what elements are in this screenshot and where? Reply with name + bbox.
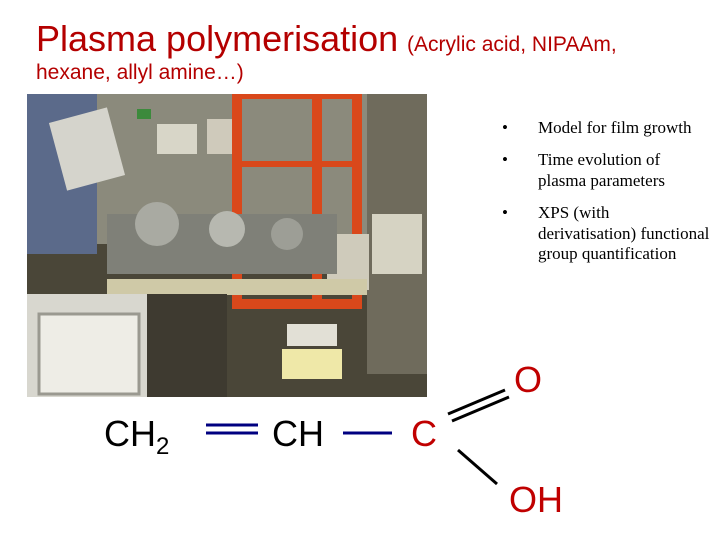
oxygen-atom: O <box>514 359 543 400</box>
ch2-group: CH2 <box>104 416 169 459</box>
ch2-label: CH <box>104 413 156 454</box>
carbon-atom: C <box>411 413 437 454</box>
slide-title: Plasma polymerisation (Acrylic acid, NIP… <box>36 20 706 84</box>
photo-drawing <box>27 94 427 397</box>
bullet-text: Time evolution of plasma parameters <box>538 150 665 190</box>
bullet-text: Model for film growth <box>538 118 692 137</box>
hydroxyl-bond-line <box>457 448 498 486</box>
title-main: Plasma polymerisation <box>36 18 399 59</box>
carbonyl-bond-line <box>451 395 510 423</box>
bullet-item: • Time evolution of plasma parameters <box>500 150 710 191</box>
bullet-text: XPS (with derivatisation) functional gro… <box>538 203 710 263</box>
bullet-item: • XPS (with derivatisation) functional gr… <box>500 203 710 264</box>
hydroxyl-group: OH <box>509 479 563 520</box>
carbonyl-bond-line <box>447 388 506 416</box>
bullet-list: • Model for film growth • Time evolution o… <box>500 118 710 276</box>
ch2-subscript: 2 <box>156 433 170 460</box>
plasma-apparatus-photo <box>27 94 427 397</box>
bullet-item: • Model for film growth <box>500 118 710 138</box>
bullet-marker: • <box>502 150 508 170</box>
title-subtitle-continued: hexane, allyl amine…) <box>36 60 244 84</box>
ch-group: CH <box>272 413 324 454</box>
bullet-marker: • <box>502 118 508 137</box>
bullet-marker: • <box>502 203 508 223</box>
title-subtitle: (Acrylic acid, NIPAAm, <box>407 33 617 56</box>
